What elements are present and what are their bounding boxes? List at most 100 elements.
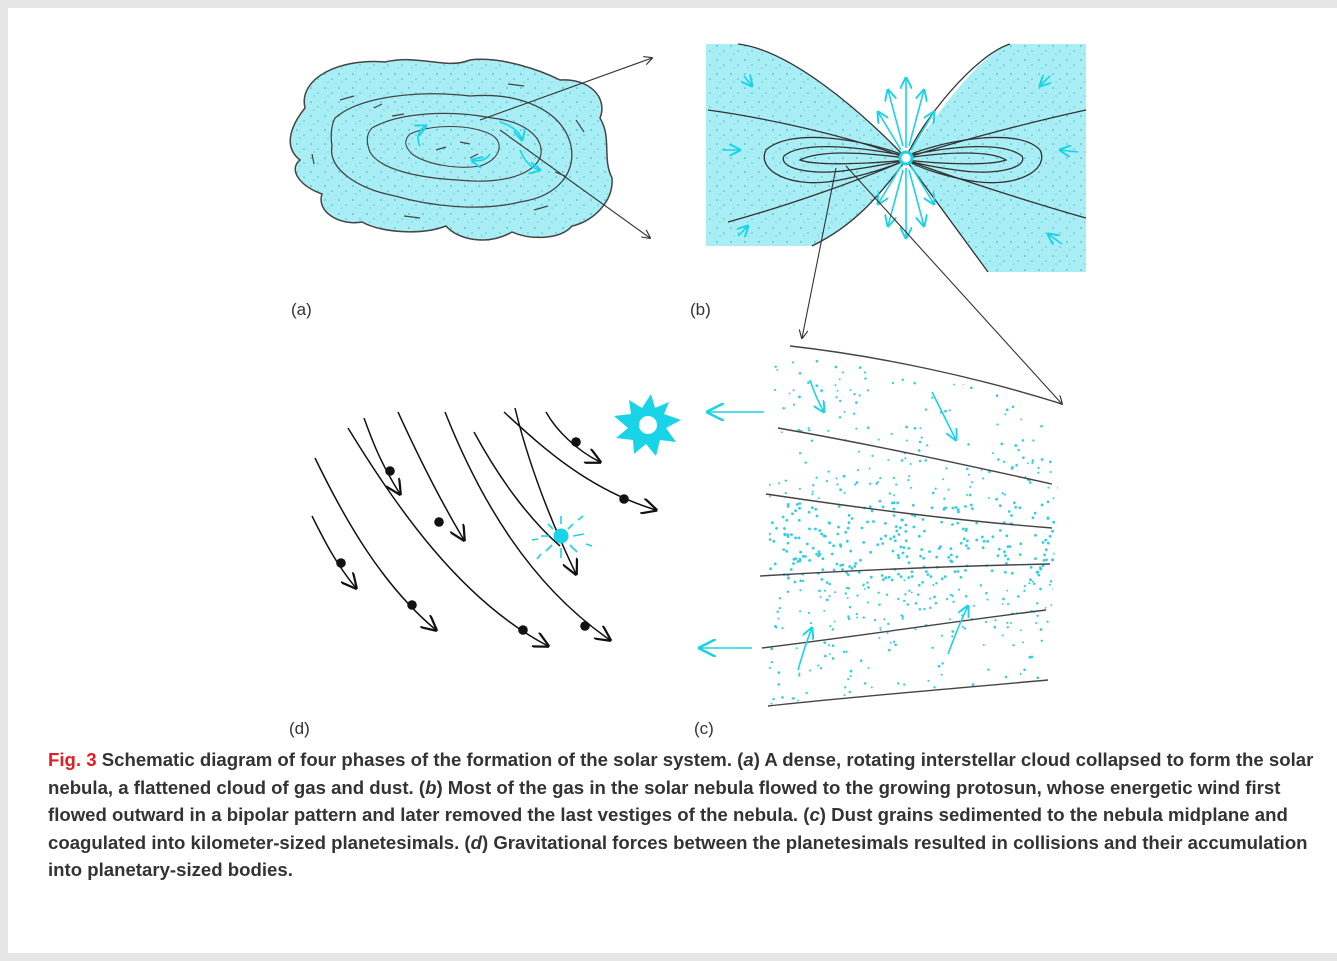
- dust-grain: [887, 648, 891, 652]
- dust-grain: [953, 570, 957, 574]
- dust-grain: [937, 664, 941, 668]
- dust-grain: [1031, 461, 1034, 464]
- dust-grain: [821, 568, 825, 572]
- dust-grain: [918, 608, 922, 611]
- dust-grain: [785, 479, 788, 482]
- dust-grain: [965, 467, 969, 471]
- dust-grain: [994, 619, 997, 622]
- dust-grain: [890, 432, 893, 436]
- zoom-line-right: [845, 165, 1062, 404]
- dust-grain: [948, 618, 951, 621]
- dust-grain: [967, 443, 970, 446]
- dust-grain: [797, 518, 801, 522]
- dust-grain: [828, 653, 831, 655]
- dust-grain: [965, 539, 969, 543]
- dust-grain: [1063, 381, 1065, 383]
- dust-grain: [1033, 511, 1037, 515]
- dust-grain: [863, 682, 867, 685]
- dust-grain: [1002, 597, 1005, 601]
- dust-grain: [1037, 573, 1041, 577]
- dust-grain: [1029, 578, 1032, 582]
- dust-grain: [798, 487, 801, 490]
- dust-grain: [1001, 634, 1004, 637]
- dust-grain: [1059, 556, 1062, 560]
- dust-grain: [962, 537, 966, 541]
- dust-grain: [990, 569, 994, 573]
- dust-grain: [785, 549, 789, 553]
- dust-grain: [781, 515, 785, 519]
- dust-grain: [1001, 367, 1004, 371]
- dust-grain: [799, 589, 802, 592]
- cloud-contour-2: [366, 112, 542, 182]
- dust-grain: [1044, 538, 1048, 542]
- dust-grain: [812, 484, 815, 487]
- dust-grain: [914, 602, 918, 605]
- dust-grain: [897, 572, 900, 576]
- dust-grain: [808, 429, 811, 432]
- dust-grain: [798, 372, 802, 375]
- dust-grain: [1051, 558, 1054, 562]
- dust-grain: [897, 597, 900, 601]
- dust-grain: [897, 682, 900, 685]
- dust-grain: [920, 548, 924, 551]
- dust-grain: [1044, 548, 1048, 552]
- dust-grain: [792, 389, 795, 392]
- dust-grain: [905, 425, 908, 429]
- figure-number: Fig. 3: [48, 749, 97, 770]
- dust-grain: [774, 388, 777, 392]
- dust-grain: [763, 571, 766, 574]
- dust-grain: [913, 695, 916, 699]
- dust-grain: [892, 507, 896, 511]
- dust-grain: [904, 593, 907, 596]
- dust-grain: [981, 546, 985, 550]
- dust-grain: [966, 493, 969, 496]
- dust-grain: [995, 497, 998, 501]
- dust-grain: [789, 568, 793, 571]
- dust-grain: [909, 486, 913, 489]
- dust-grain: [792, 562, 795, 565]
- dust-grain: [903, 599, 906, 603]
- dust-grain: [1063, 559, 1066, 562]
- dust-grain: [825, 480, 829, 483]
- dust-grain: [794, 557, 798, 560]
- dust-grain: [1010, 467, 1014, 470]
- dust-grain: [855, 401, 858, 404]
- dust-grain: [781, 626, 784, 630]
- dust-grain: [760, 531, 763, 534]
- dust-grain: [869, 575, 873, 579]
- dust-grain: [917, 583, 921, 587]
- dust-grain: [896, 553, 900, 557]
- dust-grain: [903, 579, 906, 582]
- dust-grain: [771, 521, 774, 525]
- dust-grain: [910, 570, 914, 574]
- dust-grain: [908, 589, 911, 592]
- dust-grain: [888, 492, 892, 495]
- dust-grain: [794, 509, 797, 513]
- figure-caption: Fig. 3 Schematic diagram of four phases …: [48, 746, 1323, 884]
- dust-grain: [795, 647, 798, 650]
- dust-grain: [850, 566, 854, 570]
- dust-grain: [853, 392, 856, 396]
- dust-grain: [1034, 533, 1037, 537]
- dust-grain: [847, 617, 851, 621]
- caption-letter-c: c: [809, 804, 820, 825]
- dust-grain: [901, 551, 905, 555]
- dust-grain: [1031, 459, 1035, 462]
- dust-grain: [854, 562, 857, 565]
- dust-grain: [858, 366, 862, 369]
- dust-grain: [820, 578, 824, 581]
- dust-grain: [1010, 622, 1013, 624]
- dust-grain: [929, 575, 933, 578]
- dust-grain: [1055, 534, 1058, 538]
- dust-grain: [811, 490, 814, 493]
- dust-grain: [953, 383, 955, 386]
- dust-grain: [792, 697, 796, 700]
- dust-grain: [1060, 378, 1062, 382]
- burst-center: [639, 416, 657, 434]
- dust-grain: [954, 506, 958, 509]
- dust-grain: [1049, 470, 1052, 474]
- dust-grain: [1019, 629, 1022, 632]
- dust-grain: [897, 556, 901, 560]
- dust-grain: [996, 423, 999, 426]
- dust-grain: [957, 510, 960, 514]
